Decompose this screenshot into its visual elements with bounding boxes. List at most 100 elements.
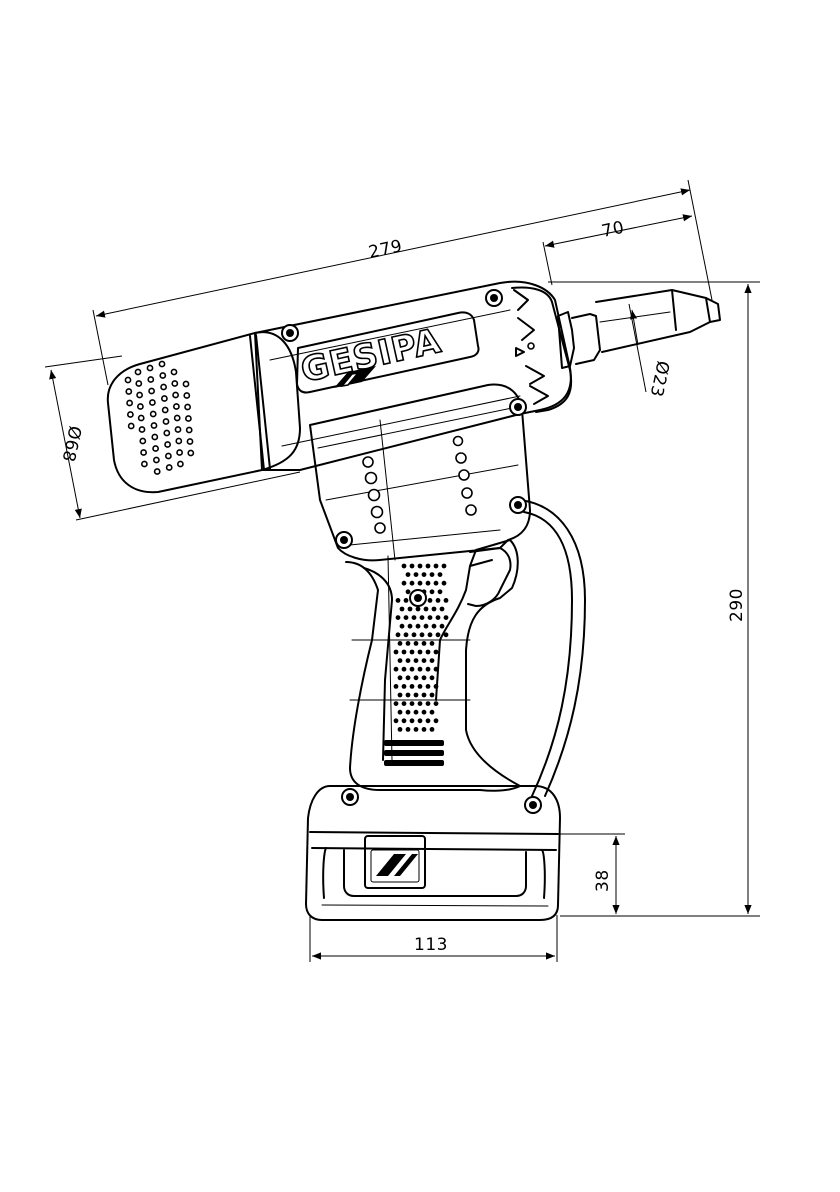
grip-dot (414, 572, 419, 577)
screw (282, 325, 298, 341)
screw (510, 399, 526, 415)
grip-dot (414, 658, 419, 663)
grip-dot (400, 624, 405, 629)
grip-dot (402, 581, 407, 586)
vent-hole (139, 427, 144, 432)
grip-dot (410, 684, 415, 689)
grip-dot (432, 607, 437, 612)
vent-hole (175, 427, 180, 432)
grip-dot (434, 718, 439, 723)
vent-hole (185, 404, 190, 409)
grip-dot (394, 667, 399, 672)
grip-dot (436, 598, 441, 603)
grip-dot (434, 667, 439, 672)
grip-dot (402, 718, 407, 723)
grip-dot (444, 598, 449, 603)
grip-dot (430, 641, 435, 646)
grip-dot (414, 727, 419, 732)
grip-dot (442, 581, 447, 586)
grip-dot (444, 632, 449, 637)
screw (510, 497, 526, 513)
dimension-label-38: 38 (593, 869, 613, 892)
dimension-battery-height: 38 (556, 834, 625, 914)
grip-dot (426, 564, 431, 569)
vent-hole (150, 400, 155, 405)
vent-hole (152, 434, 157, 439)
vent-hole (176, 438, 181, 443)
grip-dot (422, 572, 427, 577)
power-cable (520, 500, 585, 796)
grip-dot (406, 589, 411, 594)
screw (525, 797, 541, 813)
vent-hole (148, 377, 153, 382)
grip-dot (430, 727, 435, 732)
grip-dot (440, 607, 445, 612)
vent-hole (149, 388, 154, 393)
vent-hole (166, 453, 171, 458)
grip-dot (398, 693, 403, 698)
grip-dot (434, 684, 439, 689)
vent-hole (159, 361, 164, 366)
grip-dot (398, 710, 403, 715)
grip-dot (438, 589, 443, 594)
vent-hole (162, 396, 167, 401)
grip-dot (432, 624, 437, 629)
vent-hole (174, 404, 179, 409)
grip-dot (418, 718, 423, 723)
vent-hole (172, 381, 177, 386)
grip-dot (426, 581, 431, 586)
grip-dot (396, 598, 401, 603)
grip-dot (420, 632, 425, 637)
grip-dot (412, 615, 417, 620)
grip-dot (422, 693, 427, 698)
vent-hole (163, 419, 168, 424)
grip-dot (434, 650, 439, 655)
grip-dot (414, 693, 419, 698)
vent-hole (161, 384, 166, 389)
dimension-label-290: 290 (727, 588, 747, 622)
grip-dot (414, 710, 419, 715)
vent-hole (151, 423, 156, 428)
grip-dot (444, 615, 449, 620)
grip-dot (418, 701, 423, 706)
grip-dot (438, 572, 443, 577)
vent-hole (129, 423, 134, 428)
vent-hole (151, 411, 156, 416)
vent-hole (167, 465, 172, 470)
grip-dot (398, 675, 403, 680)
grip-dot (420, 615, 425, 620)
grip-dot (422, 658, 427, 663)
grip-dot (402, 650, 407, 655)
grip-dot (396, 615, 401, 620)
grip-dot (404, 615, 409, 620)
vent-hole (135, 369, 140, 374)
grip-dot (430, 710, 435, 715)
vent-hole (160, 373, 165, 378)
grip-dot (418, 684, 423, 689)
dimension-nose-length: 70 (543, 216, 692, 285)
dimension-label-d23: Ø23 (646, 359, 673, 399)
grip-dot (394, 701, 399, 706)
dimension-battery-width: 113 (310, 915, 557, 962)
vent-hole (177, 450, 182, 455)
grip-dot (408, 624, 413, 629)
grip-dot (402, 701, 407, 706)
grip-dot (422, 641, 427, 646)
vent-hole (187, 427, 192, 432)
dimension-label-70: 70 (600, 218, 626, 242)
vent-hole (188, 450, 193, 455)
grip-dot (426, 650, 431, 655)
grip-dot (424, 607, 429, 612)
screw (342, 789, 358, 805)
grip-dot (414, 675, 419, 680)
grip-dot (440, 624, 445, 629)
vent-hole (138, 404, 143, 409)
grip-dot (416, 607, 421, 612)
vent-hole (141, 450, 146, 455)
grip-dot (410, 701, 415, 706)
vent-hole (165, 442, 170, 447)
screw (486, 290, 502, 306)
screw (410, 590, 426, 606)
grip-dot (418, 650, 423, 655)
grip-dot (426, 667, 431, 672)
